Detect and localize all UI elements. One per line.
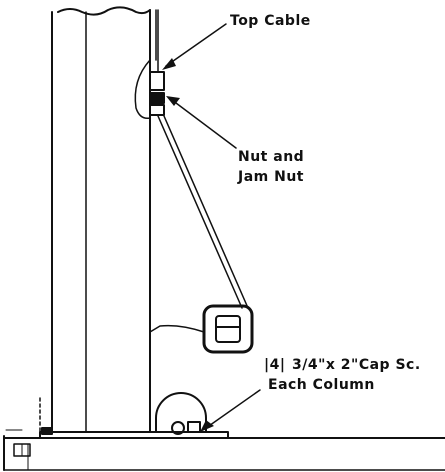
label-top-cable: Top Cable [230,13,311,29]
label-nut-line1: Nut and [238,149,305,165]
cable-clamp [149,304,254,354]
top-cable-fitting [134,9,165,120]
diagonal-cable [157,115,249,309]
floor-slab [3,397,445,471]
column [51,6,157,433]
label-each-column: Each Column [268,377,375,393]
anchor-bracket [155,392,207,435]
label-callout-number: |4| [264,357,286,373]
leader-cap-screw [200,389,261,432]
leader-nut [166,96,237,149]
leader-top-cable [162,23,227,70]
label-nut-line2: Jam Nut [238,169,304,185]
label-cap-screw: 3/4"x 2"Cap Sc. [292,357,421,373]
